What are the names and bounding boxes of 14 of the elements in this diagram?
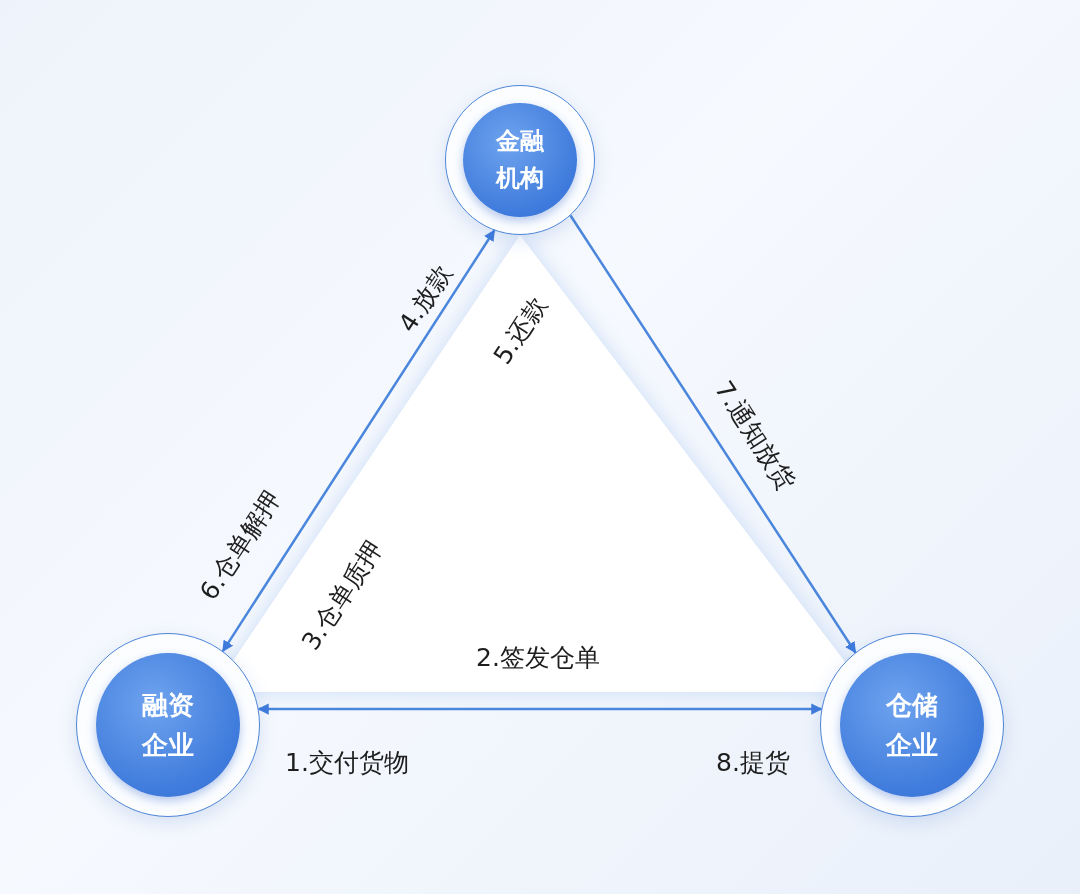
step-label: 5.还款 — [486, 290, 554, 370]
arrow — [221, 229, 496, 653]
step-label: 8.提货 — [716, 746, 790, 779]
step-label: 3.仓单质押 — [295, 534, 389, 656]
step-label: 4.放款 — [391, 258, 459, 338]
edge-label: 7.通知放货 — [708, 374, 802, 496]
step-label: 2.签发仓单 — [476, 641, 600, 674]
arrow — [257, 703, 823, 715]
step-label: 1.交付货物 — [285, 746, 409, 779]
arrow — [569, 214, 857, 654]
step-label: 6.仓单解押 — [193, 484, 287, 606]
node-label: 融资企业 — [141, 688, 195, 762]
node-label: 金融机构 — [495, 125, 545, 194]
node-label: 仓储企业 — [885, 688, 939, 762]
